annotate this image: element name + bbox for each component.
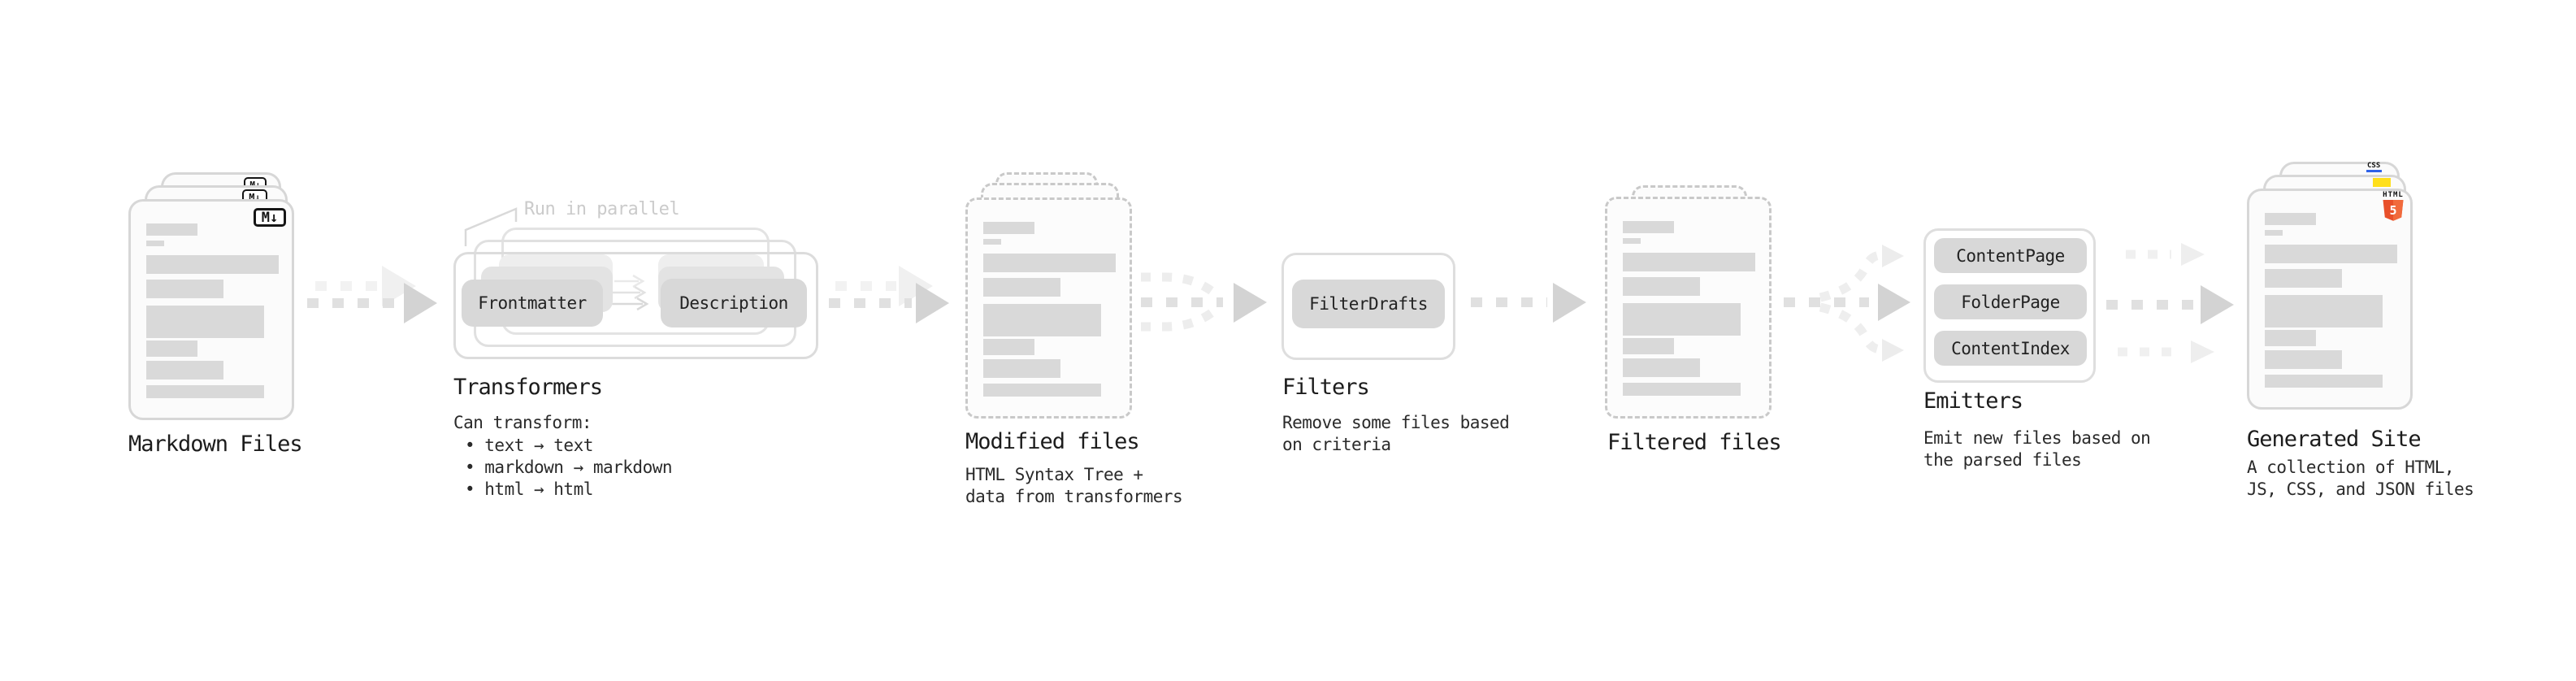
filters-description: Remove some files based on criteria <box>1282 413 1510 454</box>
flow-arrow-modified-to-filters <box>1141 272 1267 332</box>
html5-icon: HTML <box>2383 191 2404 199</box>
transformers-bullet: • html → html <box>465 479 593 499</box>
stage-title-filtered-files: Filtered files <box>1607 430 1782 455</box>
filter-pill-filterdrafts: FilterDrafts <box>1292 280 1445 328</box>
emitters-box <box>1923 228 2096 383</box>
markdown-file-card-front <box>128 199 294 420</box>
parallel-run-arrows <box>609 274 649 311</box>
markdown-icon: M↓ <box>254 208 286 227</box>
stage-title-emitters: Emitters <box>1923 388 2023 414</box>
stage-title-filters: Filters <box>1282 375 1370 400</box>
stage-title-modified-files: Modified files <box>965 429 1140 454</box>
flow-arrow-emitters-to-generated <box>2106 243 2234 363</box>
generated-file-card-front <box>2247 189 2413 410</box>
emitters-description: Emit new files based on the parsed files <box>1923 428 2151 470</box>
transformer-box-front <box>453 252 818 359</box>
filters-box <box>1281 253 1455 360</box>
transformer-pill-frontmatter: Frontmatter <box>462 280 603 327</box>
svg-text:5: 5 <box>2389 203 2396 218</box>
emitter-pill-contentpage: ContentPage <box>1934 238 2087 273</box>
html5-icon: 5 <box>2383 200 2404 221</box>
generated-site-description: A collection of HTML, JS, CSS, and JSON … <box>2247 458 2474 499</box>
run-in-parallel-leader-line <box>464 207 518 246</box>
css-icon <box>2366 170 2382 172</box>
flow-arrow-transformers-to-modified <box>829 266 949 323</box>
transformers-bullet: • text → text <box>465 436 593 455</box>
flow-arrow-filtered-to-emitters <box>1784 245 1910 362</box>
css-icon: CSS <box>2367 162 2381 170</box>
modified-file-card-front <box>965 197 1132 419</box>
javascript-icon <box>2373 178 2391 187</box>
filtered-file-card-front <box>1605 197 1772 419</box>
transformers-description: Can transform: <box>453 413 592 432</box>
transformers-bullet: • markdown → markdown <box>465 458 673 477</box>
transformer-pill-description: Description <box>661 279 807 327</box>
file-content-skeleton <box>1623 221 1761 401</box>
stage-title-generated-site: Generated Site <box>2247 427 2422 452</box>
emitter-pill-contentindex: ContentIndex <box>1934 331 2087 366</box>
emitter-pill-folderpage: FolderPage <box>1934 284 2087 319</box>
flow-arrow-filters-to-filtered <box>1471 283 1586 323</box>
run-in-parallel-annotation: Run in parallel <box>524 199 680 219</box>
modified-files-description: HTML Syntax Tree + data from transformer… <box>965 465 1183 506</box>
file-content-skeleton <box>983 222 1121 402</box>
file-content-skeleton <box>2265 213 2403 393</box>
stage-title-transformers: Transformers <box>453 375 603 400</box>
file-content-skeleton <box>146 223 284 404</box>
stage-title-markdown-files: Markdown Files <box>128 432 303 457</box>
flow-arrow-markdown-to-transformers <box>307 266 437 323</box>
